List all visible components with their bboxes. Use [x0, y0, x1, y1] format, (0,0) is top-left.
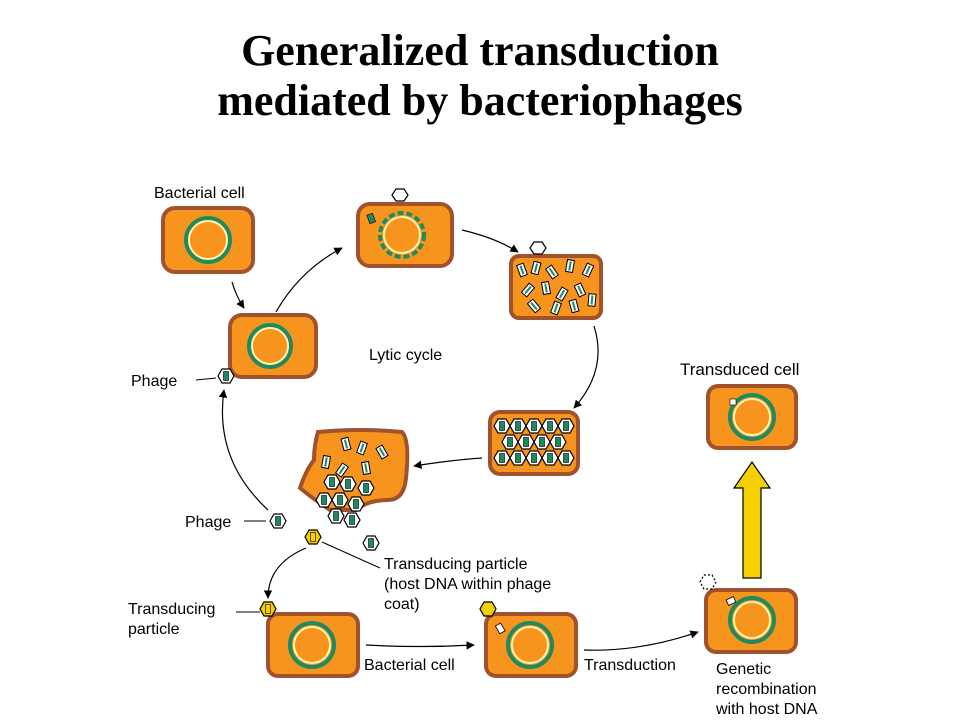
label-phage-left: Phage	[131, 373, 177, 390]
label-bacterial-cell-bottom: Bacterial cell	[364, 657, 455, 674]
phage-assembled-icon	[501, 434, 519, 450]
recipient-bacterial-cell	[266, 612, 360, 678]
phage-burst-icon	[315, 492, 333, 508]
arrow-cell1-to-cell2	[231, 281, 245, 309]
phage-burst-icon	[347, 496, 365, 512]
phage-head-icon-2	[529, 241, 547, 255]
bacterial-cell-phage-assembly	[488, 410, 580, 476]
phage-assembled-icon	[525, 418, 543, 434]
phage-assembled-icon	[517, 434, 535, 450]
phage-burst-icon	[327, 508, 345, 524]
page-title: Generalized transduction mediated by bac…	[0, 26, 960, 126]
label-transducing-left-1: Transducing	[128, 601, 215, 618]
dna-fragment-icon	[565, 258, 575, 274]
phage-assembled-icon	[557, 418, 575, 434]
dissolved-phage-icon	[699, 574, 717, 590]
arrow-cell6-to-cell2	[218, 389, 269, 511]
transducing-particle-attached-icon	[259, 601, 277, 617]
arrow-to-recombination	[583, 630, 699, 651]
bacterial-cell-injected	[484, 612, 578, 678]
dna-fragment-icon	[587, 293, 597, 307]
phage-burst-icon	[343, 512, 361, 528]
bacterial-cell-infected	[228, 313, 318, 379]
bacterial-cell-dna-degrading	[356, 202, 454, 268]
phage-assembled-icon	[525, 450, 543, 466]
phage-assembled-icon	[509, 418, 527, 434]
arrow-cell3-to-cell4	[461, 229, 519, 253]
bacterial-cell-lysing	[297, 428, 410, 528]
label-transduced-cell: Transduced cell	[680, 360, 799, 379]
arrow-cell5-to-cell6	[413, 457, 483, 469]
bacterial-cell-fragments	[509, 254, 603, 320]
label-recombination-3: with host DNA	[715, 701, 818, 718]
label-phage-burst: Phage	[185, 514, 231, 531]
phage-released-icon	[269, 513, 287, 529]
phage-assembled-icon	[557, 450, 575, 466]
arrow-cell4-to-cell5	[573, 325, 599, 409]
label-transducing-callout-3: coat)	[384, 596, 420, 613]
transducing-callout-leader	[321, 541, 381, 569]
title-line-2: mediated by bacteriophages	[217, 76, 743, 125]
bacterial-cell-initial	[161, 206, 255, 274]
phage-assembled-icon	[509, 450, 527, 466]
label-transducing-callout-2: (host DNA within phage	[384, 576, 551, 593]
empty-phage-coat-icon	[479, 601, 497, 617]
transduced-cell	[706, 384, 798, 450]
dna-fragment-icon	[541, 280, 551, 296]
phage-assembled-icon	[493, 450, 511, 466]
label-transduction: Transduction	[584, 657, 676, 674]
phage-assembled-icon	[549, 434, 567, 450]
label-bacterial-cell-top: Bacterial cell	[154, 185, 245, 202]
transducing-particle-icon	[304, 529, 322, 545]
bacterial-cell-recombining	[704, 588, 798, 654]
dna-fragment-icon	[321, 454, 331, 470]
phage-burst-icon	[323, 474, 341, 490]
phage-free-icon	[362, 535, 380, 551]
arrow-to-injection	[365, 641, 475, 650]
yellow-up-arrow	[732, 460, 772, 579]
phage-assembled-icon	[493, 418, 511, 434]
phage-assembled-icon	[541, 418, 559, 434]
phage-head-icon	[391, 188, 409, 202]
dna-fragment-icon	[361, 460, 371, 476]
phage-attached-icon	[217, 368, 235, 384]
label-lytic-cycle: Lytic cycle	[369, 347, 442, 364]
phage-left-leader	[195, 377, 217, 381]
title-line-1: Generalized transduction	[241, 26, 719, 75]
label-transducing-callout-1: Transducing particle	[384, 556, 528, 573]
phage-burst-icon	[331, 492, 349, 508]
phage-burst-icon	[339, 476, 357, 492]
phage-assembled-icon	[533, 434, 551, 450]
arrow-cell2-to-cell3	[275, 247, 343, 313]
label-recombination-1: Genetic	[716, 661, 771, 678]
phage-burst-icon	[357, 480, 375, 496]
label-transducing-left-2: particle	[128, 621, 180, 638]
arrow-to-transducing-particle	[263, 547, 307, 599]
phage-assembled-icon	[541, 450, 559, 466]
label-recombination-2: recombination	[716, 681, 817, 698]
